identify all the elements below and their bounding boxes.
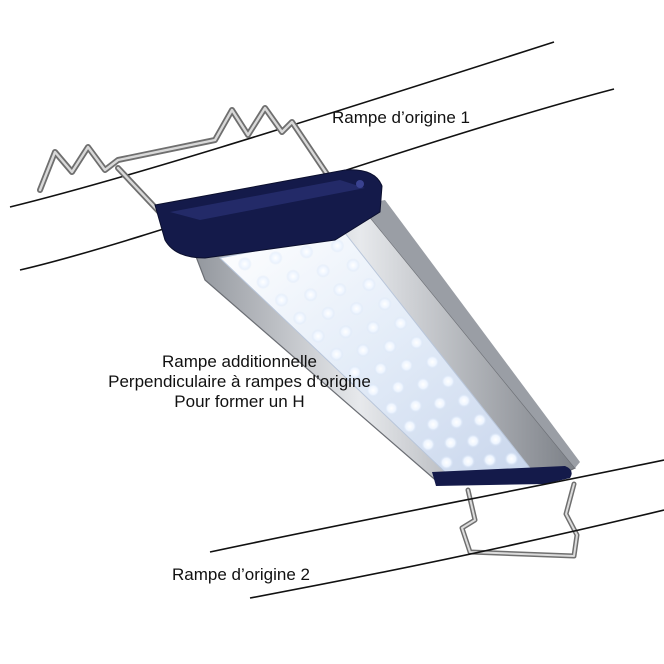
label-center-line-2: Perpendiculaire à rampes d’origine [108, 372, 371, 391]
label-center-line-1: Rampe additionnelle [162, 352, 317, 371]
led-dot [504, 451, 519, 466]
led-dot [329, 347, 344, 362]
label-rampe-origine-2: Rampe d’origine 2 [172, 565, 310, 584]
led-dot [332, 282, 347, 297]
led-dot [391, 380, 406, 395]
led-dot [347, 365, 362, 380]
led-dot [268, 250, 283, 265]
label-rampe-origine-1: Rampe d’origine 1 [332, 108, 470, 127]
led-dot [330, 238, 345, 253]
led-dot [443, 435, 458, 450]
led-dot [256, 275, 271, 289]
led-dot [237, 256, 252, 271]
led-dot [274, 293, 289, 307]
led-dot [349, 301, 364, 316]
led-dot [362, 277, 376, 292]
led-dot [382, 339, 397, 354]
rampe-origine-1-line-top [9, 41, 555, 208]
top-wire-bracket [37, 105, 336, 221]
led-dot [311, 329, 326, 344]
led-dot [399, 358, 414, 373]
fixture-bottom-end-cap [432, 466, 572, 486]
led-dot [321, 306, 336, 321]
led-dot [286, 269, 301, 284]
led-light-fixture [154, 169, 580, 486]
fixture-side-bevel [360, 200, 580, 468]
label-center-line-3: Pour former un H [174, 392, 305, 411]
led-dots [237, 238, 519, 470]
end-cap-highlight [170, 180, 365, 220]
led-dot [472, 413, 487, 428]
led-dot [377, 296, 392, 311]
led-dot [449, 415, 464, 430]
end-cap-screw [356, 180, 364, 188]
label-rampe-additionnelle: Rampe additionnelle Perpendiculaire à ra… [102, 352, 377, 412]
led-dot [366, 383, 381, 398]
led-dot [384, 401, 399, 416]
led-dot [393, 316, 408, 331]
led-dot [292, 311, 307, 326]
rampe-origine-2-line-bottom [249, 509, 664, 599]
led-dot [316, 263, 331, 278]
led-dot [466, 434, 481, 449]
led-dot [373, 361, 388, 376]
led-dot [439, 455, 454, 470]
led-dot [421, 437, 436, 452]
led-dot [425, 355, 440, 369]
rampe-origine-2-line-top [209, 459, 664, 553]
led-dot [441, 374, 456, 389]
led-dot [356, 343, 371, 358]
led-dot [402, 419, 417, 434]
led-dot [488, 432, 503, 447]
led-dot [366, 320, 381, 335]
led-dot [416, 377, 431, 392]
led-dot [303, 287, 318, 302]
led-dot [461, 454, 476, 469]
led-dot [346, 258, 361, 273]
led-dot [482, 453, 497, 467]
led-dot [409, 335, 424, 350]
led-dot [426, 417, 441, 432]
led-dot [299, 244, 314, 259]
led-dot [338, 324, 353, 339]
bottom-wire-bracket [459, 481, 580, 559]
led-dot [457, 393, 471, 408]
led-dot [432, 396, 447, 411]
led-dot [408, 398, 423, 413]
